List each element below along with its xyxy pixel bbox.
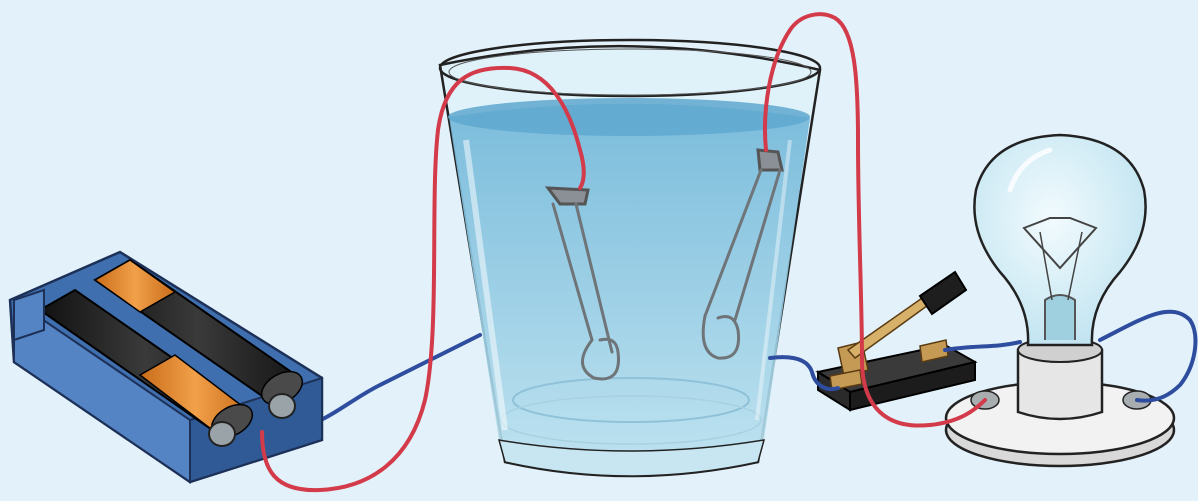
water-surface	[448, 98, 810, 136]
glass-of-water-icon	[440, 40, 820, 476]
